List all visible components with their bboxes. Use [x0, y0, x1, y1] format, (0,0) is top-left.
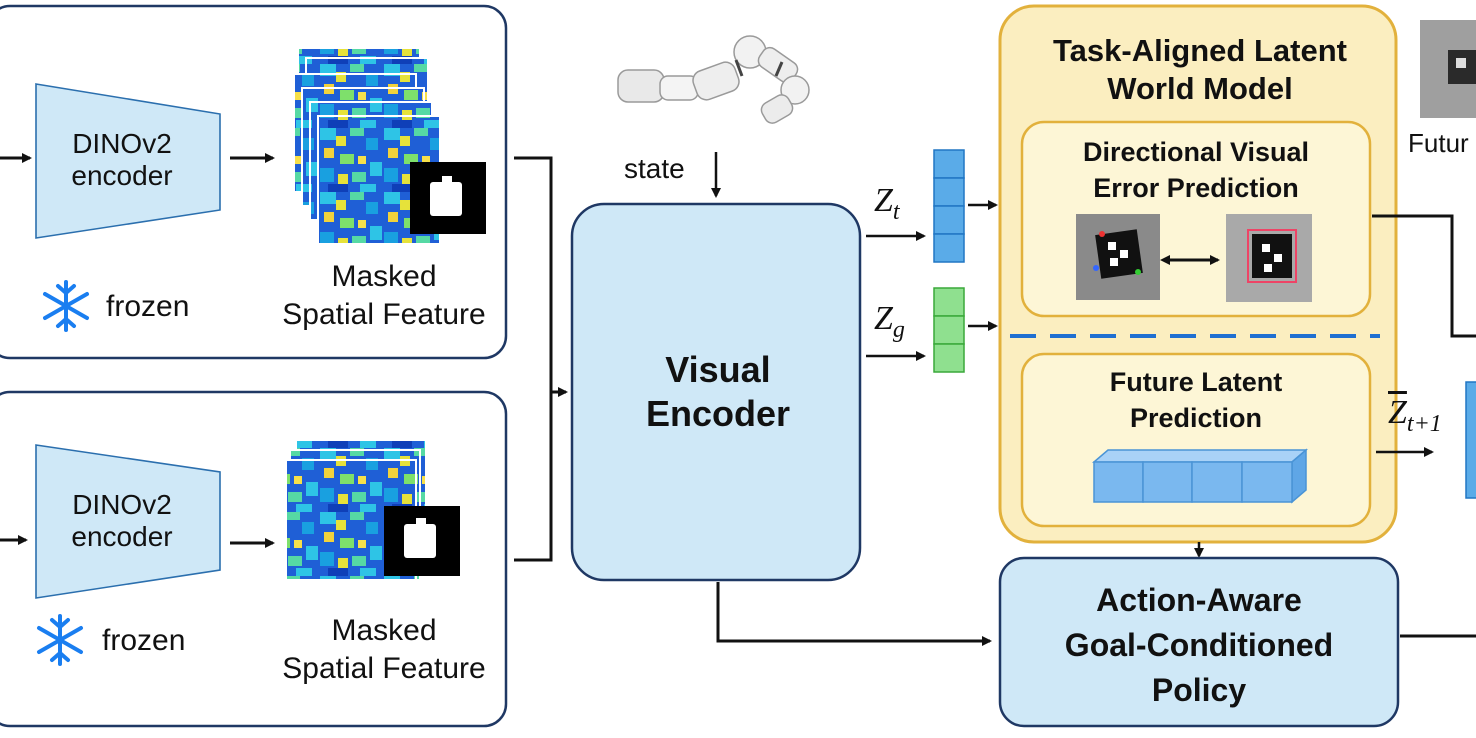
snowflake-icon — [37, 614, 83, 666]
feature-map-stack-bottom — [285, 439, 427, 581]
future-latent-cubes — [1091, 448, 1309, 504]
policy-box — [998, 556, 1400, 728]
encoder-label-bottom: DINOv2 encoder — [71, 489, 172, 553]
zg-sub: g — [892, 316, 905, 343]
dve-output-connector — [1372, 214, 1476, 338]
dve-label: Directional Visual Error Prediction — [1083, 134, 1309, 206]
connector-bottom — [514, 392, 553, 562]
marker-image-left — [1076, 214, 1160, 300]
frozen-label: frozen — [102, 624, 186, 657]
dve-line1: Directional Visual — [1082, 137, 1310, 167]
snowflake-icon — [43, 280, 89, 332]
zg-base: Z — [874, 300, 893, 337]
state-label: state — [624, 153, 685, 184]
future-frame-image — [1420, 20, 1476, 118]
encoder-label-line2: encoder — [71, 160, 173, 191]
latent-zt-vector — [933, 149, 965, 263]
world-model-title-line1: Task-Aligned Latent — [1053, 33, 1347, 68]
robot-arm-image — [617, 35, 810, 124]
dve-line2: Error Prediction — [1093, 173, 1299, 203]
mask-image-bottom — [384, 506, 460, 576]
predicted-latent-vector — [1465, 381, 1476, 499]
latent-zg-vector — [933, 287, 965, 373]
feature-label-top: Masked Spatial Feature — [282, 258, 485, 334]
zhat-sub: t+1 — [1406, 410, 1442, 437]
dinov2-encoder-shape-bottom — [35, 444, 221, 599]
latent-zt-label: Zt — [874, 182, 900, 226]
visual-encoder-line1: Visual — [665, 349, 771, 390]
encoder-label-line1: DINOv2 — [72, 128, 172, 159]
marker-image-right — [1226, 214, 1312, 302]
encoder-label-top: DINOv2 encoder — [71, 128, 172, 192]
policy-line1: Action-Aware — [1096, 582, 1302, 618]
feature-label-line1: Masked — [331, 260, 437, 293]
future-frame-label: Futur — [1408, 128, 1469, 158]
latent-zg-label: Zg — [874, 300, 905, 344]
flp-line2: Prediction — [1129, 403, 1263, 433]
world-model-title-line2: World Model — [1107, 71, 1293, 106]
feature-label-bottom: Masked Spatial Feature — [282, 612, 485, 688]
zt-sub: t — [892, 198, 900, 225]
policy-line2: Goal-Conditioned — [1064, 627, 1334, 663]
flp-line1: Future Latent — [1109, 367, 1283, 397]
visual-encoder-line2: Encoder — [645, 393, 791, 434]
feature-label-line1: Masked — [331, 614, 437, 647]
policy-label: Action-Aware Goal-Conditioned Policy — [1065, 578, 1333, 713]
zt-base: Z — [874, 182, 893, 219]
encoder-to-policy-connector — [716, 582, 992, 646]
visual-encoder-label: Visual Encoder — [646, 348, 790, 436]
dinov2-encoder-shape-top — [35, 83, 221, 239]
policy-line3: Policy — [1151, 672, 1247, 708]
world-model-title: Task-Aligned Latent World Model — [1053, 32, 1347, 108]
mask-image-top — [410, 162, 486, 234]
frozen-label: frozen — [106, 290, 190, 323]
feature-label-line2: Spatial Feature — [282, 652, 486, 685]
latent-zhat-label: Zt+1 — [1388, 394, 1442, 438]
visual-encoder-box — [570, 202, 862, 582]
encoder-label-line2: encoder — [71, 521, 173, 552]
zhat-base: Z — [1388, 394, 1407, 431]
flp-label: Future Latent Prediction — [1110, 364, 1283, 436]
feature-label-line2: Spatial Feature — [282, 298, 486, 331]
connector-top — [514, 156, 553, 392]
encoder-label-line1: DINOv2 — [72, 489, 172, 520]
